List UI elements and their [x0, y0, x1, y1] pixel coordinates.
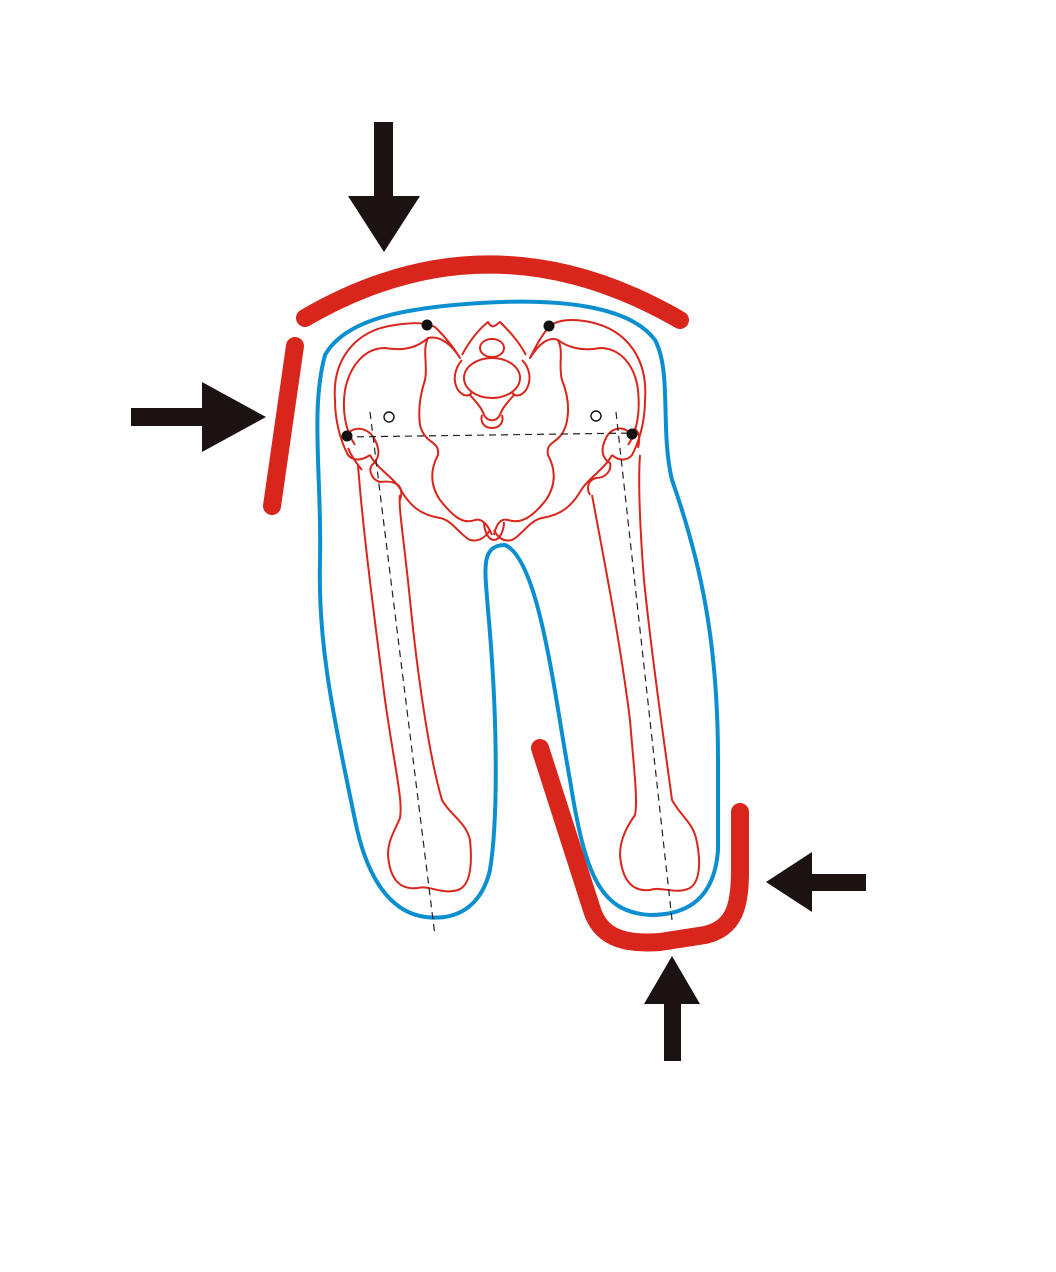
- hip-axis-line: [344, 432, 636, 438]
- joint-dot: [626, 428, 638, 440]
- sacrum: [453, 321, 531, 429]
- pad-top: [296, 255, 689, 329]
- joint-markers: [341, 319, 638, 442]
- pad-left-hip: [263, 337, 304, 515]
- pelvis: [333, 319, 647, 542]
- left-femur: [344, 427, 472, 893]
- pad-right-knee-cup: [531, 739, 749, 952]
- joint-dot: [543, 320, 555, 332]
- open-marker: [590, 410, 602, 422]
- pressure-pads: [263, 255, 749, 952]
- axis-lines: [344, 411, 673, 937]
- joint-dot: [421, 319, 433, 331]
- arrow-right-knee-side: [766, 852, 866, 912]
- joint-dot: [341, 430, 353, 442]
- arrow-top: [348, 122, 420, 252]
- arrow-left-hip: [131, 382, 266, 452]
- body-outline: [315, 299, 720, 920]
- open-marker: [383, 411, 395, 423]
- right-femur: [587, 427, 701, 892]
- left-femur-axis: [369, 411, 436, 937]
- right-femur-axis: [615, 411, 673, 921]
- force-arrows: [131, 122, 866, 1061]
- arrow-right-knee-bottom: [644, 956, 700, 1061]
